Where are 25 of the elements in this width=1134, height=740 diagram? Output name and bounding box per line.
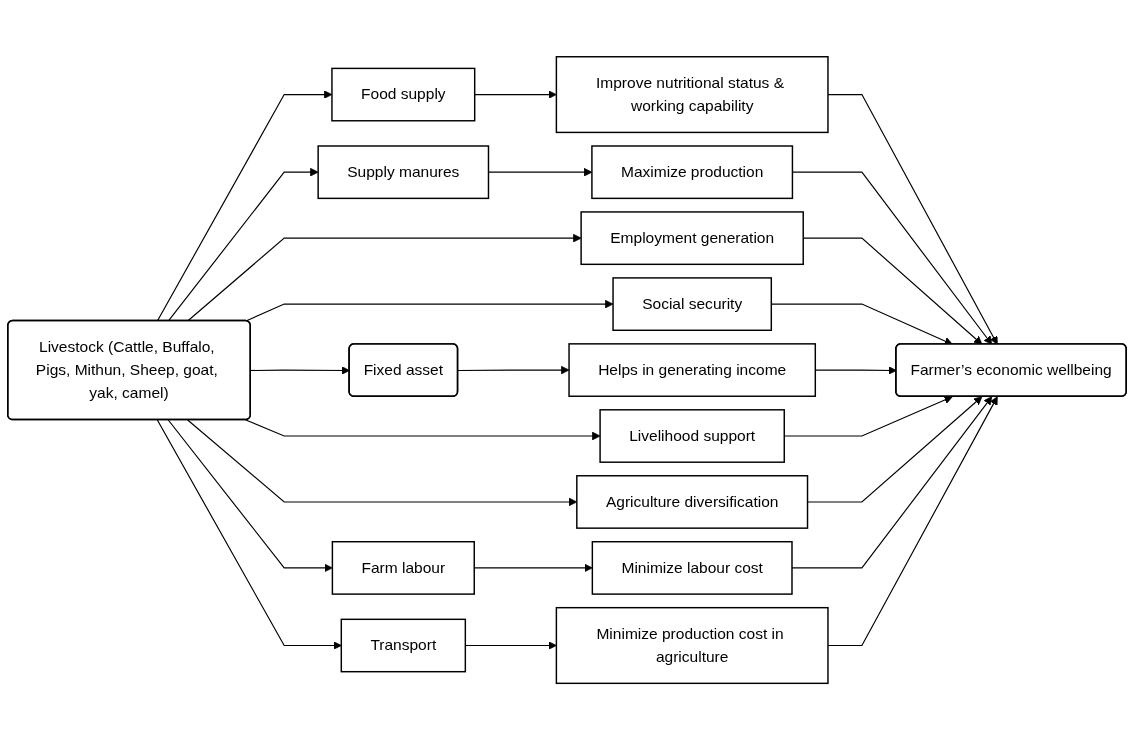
arrow (187, 233, 582, 322)
node-box: Helps in generating income (568, 343, 817, 397)
node-box: Employment generation (580, 211, 804, 265)
node-box: Minimize production cost in agriculture (555, 606, 829, 684)
node-box: Agriculture diversification (576, 475, 809, 529)
node-box: Minimize labour cost (591, 540, 793, 595)
arrow (457, 365, 570, 375)
arrow (167, 167, 319, 322)
arrow (156, 419, 342, 650)
arrow (245, 419, 601, 441)
arrow (245, 299, 614, 322)
arrow (474, 90, 557, 99)
node-box: Farm labour (331, 540, 475, 595)
node-box: Maximize production (591, 145, 794, 200)
node-box: Improve nutritional status & working capability (555, 56, 829, 134)
node-box: Food supply (331, 67, 476, 122)
node-box: Supply manures (317, 145, 490, 200)
arrow (250, 366, 350, 375)
arrow (827, 396, 998, 647)
arrow (791, 396, 993, 569)
arrow (167, 419, 333, 573)
node-box: Social security (612, 277, 773, 331)
node-box: Livelihood support (599, 409, 785, 463)
arrow (827, 93, 998, 345)
node-box: Transport (340, 618, 467, 673)
